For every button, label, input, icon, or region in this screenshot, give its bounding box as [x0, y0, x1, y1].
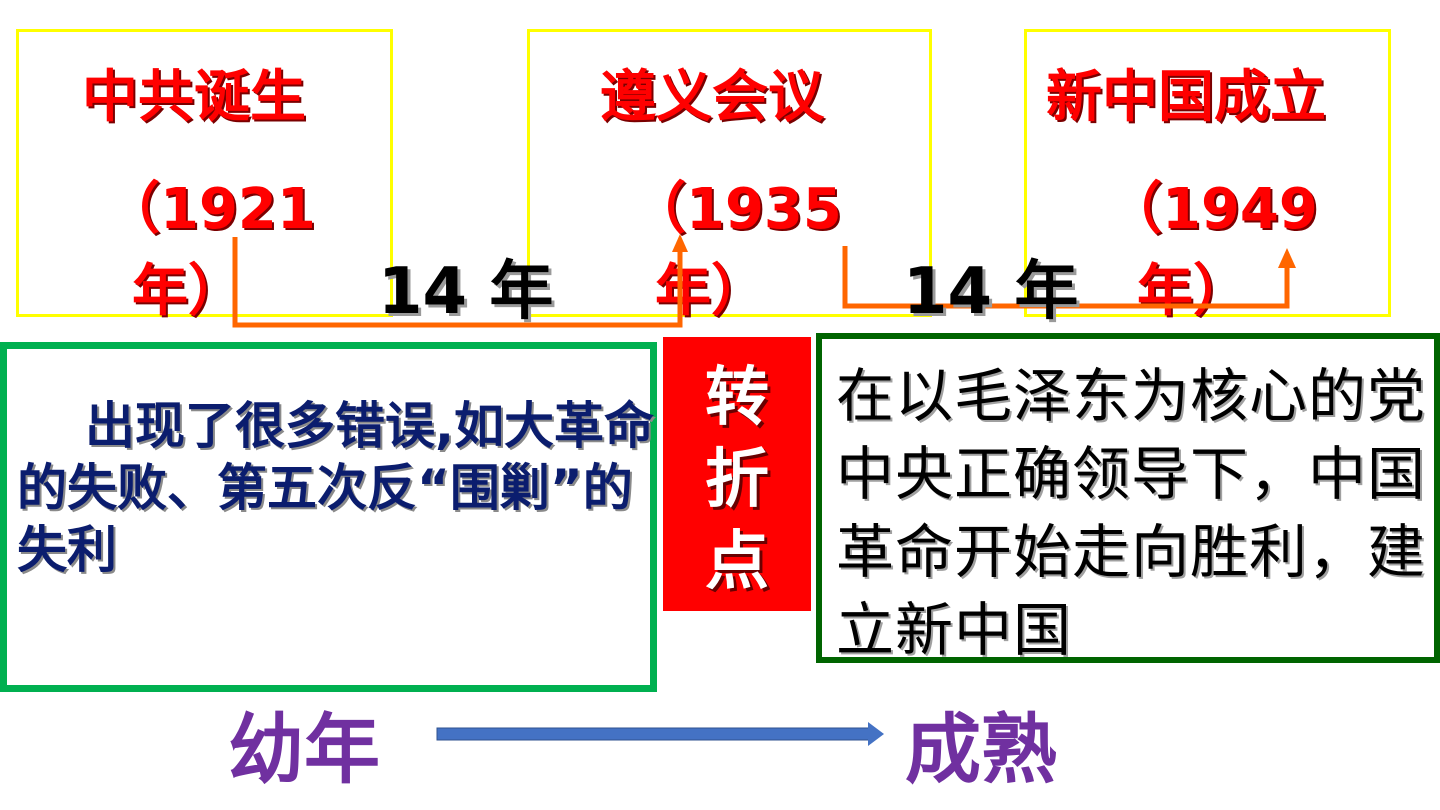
stage-label-maturity: 成熟	[905, 705, 1057, 794]
early-mistakes-panel: 出现了很多错误,如大革命的失败、第五次反“围剿”的失利	[0, 342, 657, 692]
event-title-founding: 中共诞生	[82, 65, 306, 130]
gap-label-1921-1935: 14 年	[378, 255, 554, 329]
event-box-1921	[16, 29, 393, 317]
connector-1921-1935	[232, 237, 683, 328]
connector-1935-1949	[842, 246, 1290, 309]
event-box-1949	[1024, 29, 1391, 317]
connector-1935-1949-arrowhead	[1278, 248, 1296, 268]
progress-arrow-shaft	[436, 727, 870, 741]
turning-point-box: 转折点	[663, 337, 811, 611]
progress-arrow-head	[868, 722, 884, 746]
event-year-suffix-1935: 年）	[655, 259, 767, 324]
event-box-1935	[527, 29, 932, 317]
gap-label-1935-1949: 14 年	[903, 255, 1079, 329]
event-year-1935: （1935	[630, 177, 842, 242]
early-mistakes-text: 出现了很多错误,如大革命的失败、第五次反“围剿”的失利	[17, 397, 654, 579]
event-title-new-china: 新中国成立	[1046, 65, 1326, 130]
turning-point-label: 转折点	[705, 361, 769, 599]
event-year-suffix-1921: 年）	[132, 259, 244, 324]
event-year-1921: （1921	[104, 177, 316, 242]
event-title-zunyi: 遵义会议	[600, 65, 824, 130]
stage-label-youth: 幼年	[228, 705, 380, 794]
event-year-suffix-1949: 年）	[1137, 259, 1249, 324]
event-year-1949: （1949	[1106, 177, 1318, 242]
victory-text: 在以毛泽东为核心的党中央正确领导下，中国革命开始走向胜利，建立新中国	[836, 362, 1427, 664]
victory-panel: 在以毛泽东为核心的党中央正确领导下，中国革命开始走向胜利，建立新中国	[816, 333, 1440, 664]
connector-1921-1935-arrowhead	[672, 234, 688, 252]
